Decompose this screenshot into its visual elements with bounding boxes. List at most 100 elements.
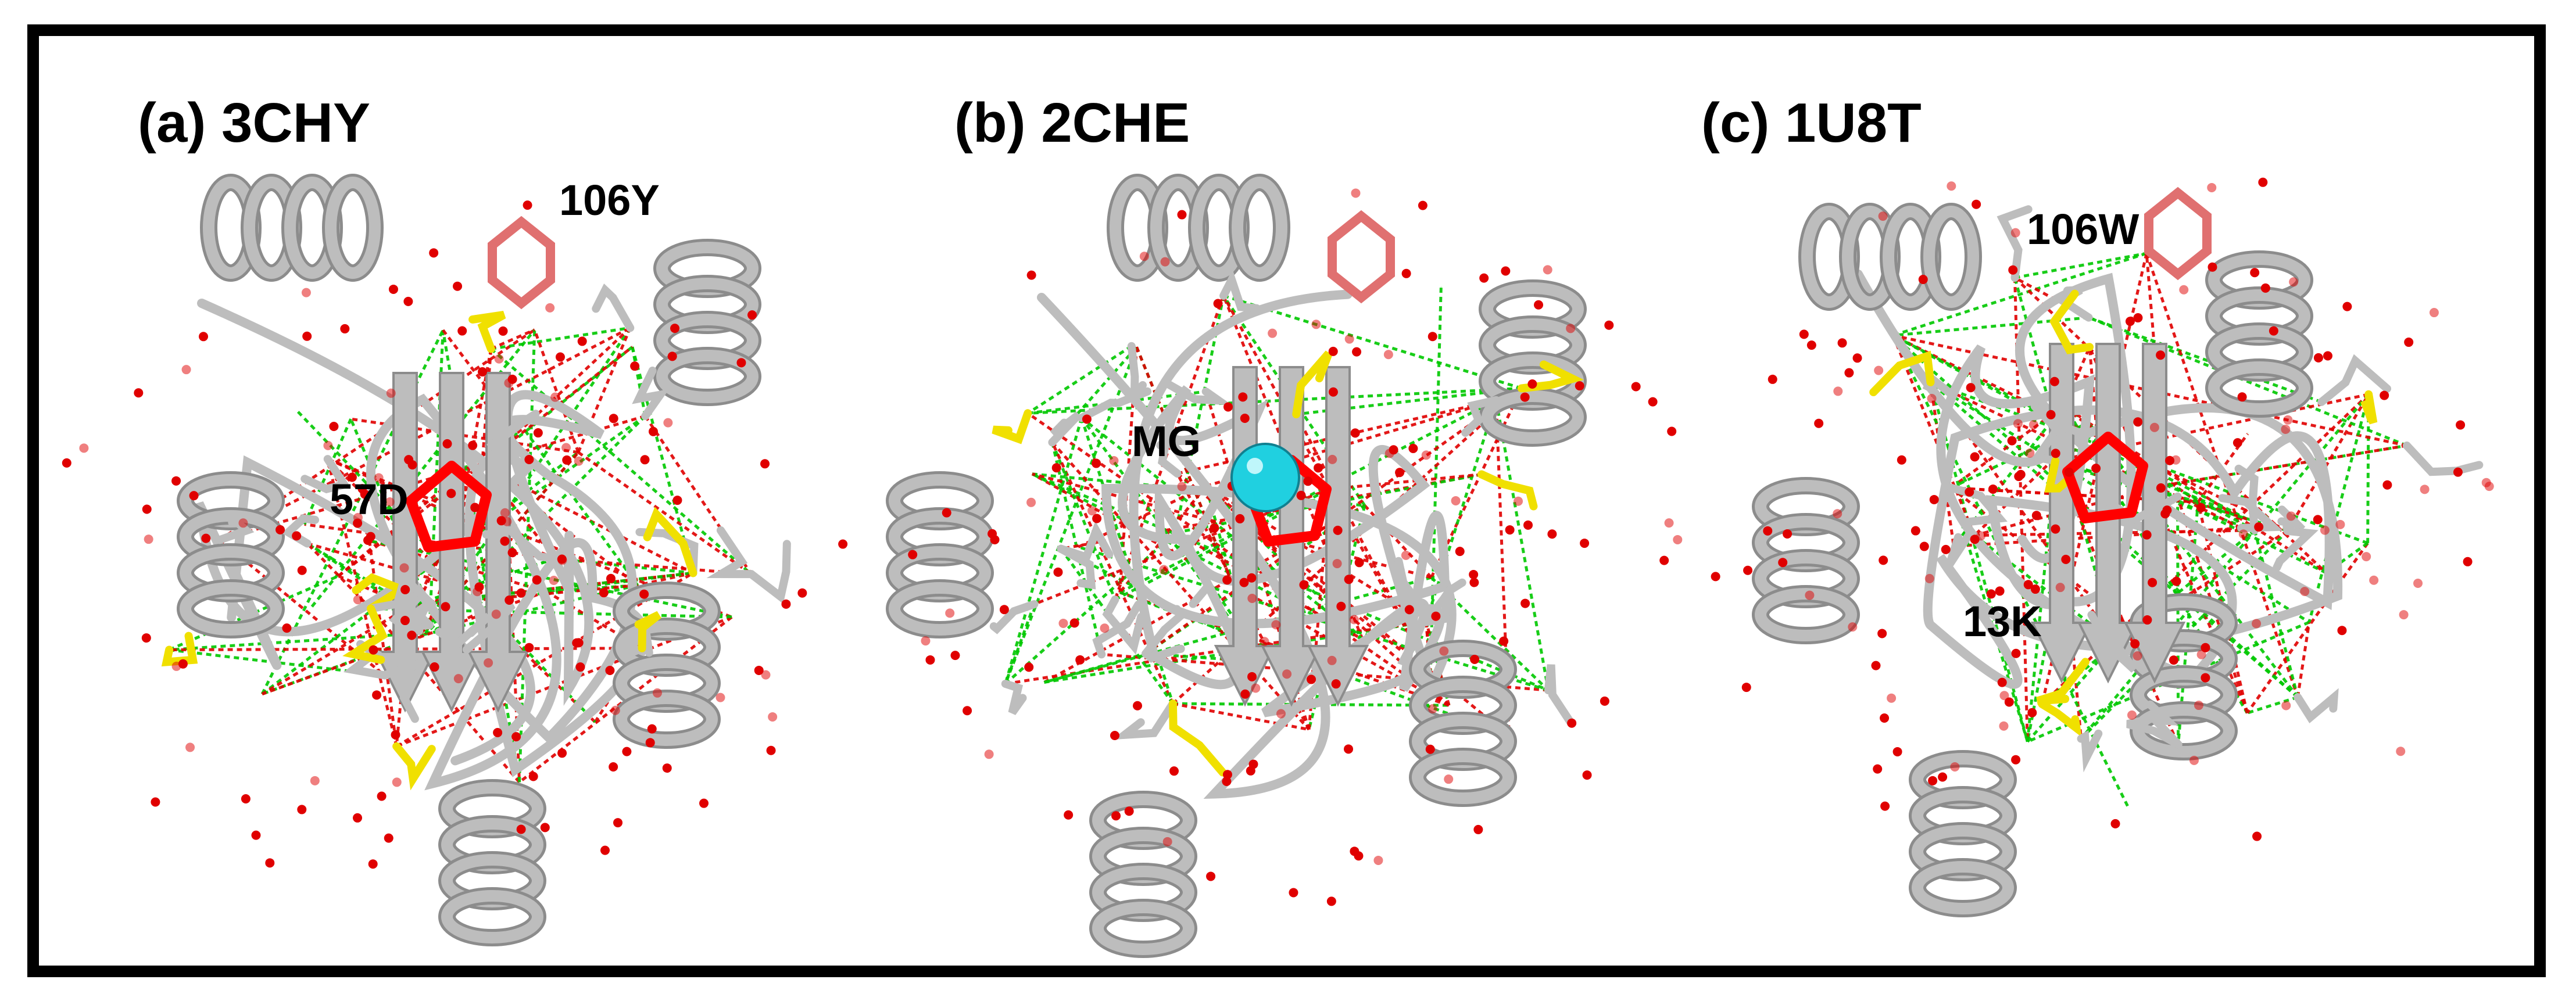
contact-line bbox=[2087, 422, 2299, 698]
side-chain-stick bbox=[706, 526, 756, 579]
side-chain-stick bbox=[1168, 699, 1227, 777]
water-atom bbox=[1251, 683, 1261, 693]
alpha-helix bbox=[1909, 750, 2017, 917]
water-atom bbox=[1064, 810, 1074, 820]
coil-strand bbox=[194, 299, 649, 791]
water-atom bbox=[2125, 317, 2135, 327]
water-atom bbox=[1425, 744, 1435, 754]
side-chain-stick bbox=[992, 409, 1032, 444]
water-atom bbox=[532, 575, 542, 585]
water-atom bbox=[524, 643, 534, 652]
water-atom bbox=[2463, 557, 2473, 566]
alpha-helix bbox=[177, 471, 285, 638]
contact-line bbox=[261, 605, 411, 695]
water-atom bbox=[1222, 777, 1232, 787]
side-chain-stick bbox=[2234, 464, 2259, 534]
side-chain-stick bbox=[1219, 269, 1261, 313]
water-atom bbox=[2320, 525, 2330, 535]
helix-turn bbox=[1912, 861, 2014, 914]
water-atom bbox=[1566, 324, 1576, 333]
water-atom bbox=[1874, 365, 1884, 375]
contact-line bbox=[1430, 388, 1523, 579]
water-atom bbox=[754, 665, 764, 675]
water-atom bbox=[2232, 438, 2242, 448]
water-atom bbox=[62, 458, 71, 468]
water-atom bbox=[470, 503, 480, 512]
water-atom bbox=[1947, 181, 1956, 191]
water-atom bbox=[1966, 383, 1976, 393]
water-atom bbox=[609, 762, 618, 772]
water-atom bbox=[2014, 472, 2024, 482]
water-atom bbox=[1260, 637, 1269, 647]
water-atom bbox=[1024, 662, 1034, 672]
water-atom bbox=[1246, 766, 1255, 776]
water-atom bbox=[498, 326, 508, 336]
water-atom bbox=[540, 823, 550, 833]
contact-line bbox=[2166, 444, 2407, 487]
aromatic-residue bbox=[488, 216, 555, 310]
side-chains bbox=[1869, 186, 2484, 773]
side-chain-stick bbox=[482, 526, 559, 563]
side-chain-stick bbox=[1997, 205, 2033, 282]
water-atom bbox=[652, 688, 662, 698]
side-chain-stick bbox=[486, 410, 540, 451]
water-atom bbox=[484, 658, 493, 668]
water-atom bbox=[1159, 565, 1169, 575]
water-atom bbox=[241, 794, 251, 803]
water-atom bbox=[766, 745, 776, 755]
side-chain-stick bbox=[2277, 517, 2295, 535]
water-atom bbox=[1328, 346, 1338, 356]
alpha-helix bbox=[1409, 640, 1517, 807]
water-atom bbox=[1997, 677, 2007, 687]
water-atom bbox=[2049, 376, 2059, 386]
water-atom bbox=[347, 472, 357, 482]
side-chain-stick bbox=[747, 540, 791, 604]
water-atom bbox=[301, 288, 311, 297]
water-atom bbox=[399, 563, 409, 573]
side-chain-stick bbox=[2030, 421, 2090, 465]
magnesium-highlight bbox=[1247, 458, 1263, 474]
beta-strand bbox=[374, 372, 437, 713]
side-chain-stick bbox=[1092, 600, 1143, 659]
side-chain-stick bbox=[2038, 699, 2082, 738]
contact-line bbox=[219, 327, 631, 541]
alpha-helix bbox=[2205, 250, 2313, 418]
contact-line bbox=[1004, 604, 1036, 684]
water-atom bbox=[1026, 497, 1036, 507]
water-atom bbox=[500, 508, 510, 518]
water-atom bbox=[2201, 643, 2210, 652]
water-atom bbox=[2028, 420, 2038, 430]
water-atom bbox=[1852, 353, 1862, 363]
water-atom bbox=[572, 638, 582, 648]
water-atom bbox=[391, 730, 400, 740]
water-atom bbox=[185, 742, 195, 752]
water-atom bbox=[1567, 718, 1577, 728]
contact-line bbox=[368, 540, 398, 747]
water-atom bbox=[942, 508, 951, 518]
side-chain-stick bbox=[2360, 390, 2378, 425]
water-atom bbox=[1053, 567, 1063, 577]
water-atom bbox=[672, 496, 682, 505]
water-atom bbox=[2283, 415, 2293, 425]
helix-turn bbox=[2208, 361, 2310, 415]
water-atom bbox=[699, 798, 709, 808]
side-chains bbox=[161, 216, 791, 791]
side-chain-stick bbox=[1945, 531, 1979, 567]
water-atom bbox=[297, 805, 307, 815]
water-atom bbox=[2337, 626, 2347, 636]
water-atom bbox=[384, 833, 393, 843]
water-atom bbox=[2300, 587, 2310, 597]
contact-line bbox=[2026, 641, 2116, 743]
water-atom bbox=[392, 777, 402, 787]
side-chain-stick bbox=[281, 514, 320, 548]
water-atom bbox=[1344, 575, 1354, 584]
water-atom bbox=[2258, 177, 2268, 187]
water-atom bbox=[1520, 598, 1530, 608]
water-atom bbox=[2004, 697, 2014, 707]
water-atom bbox=[178, 659, 188, 669]
water-atom bbox=[1470, 655, 1480, 665]
water-atom bbox=[2252, 619, 2262, 629]
water-atom bbox=[1995, 586, 2005, 596]
water-atom bbox=[2404, 338, 2414, 347]
water-atom bbox=[760, 459, 770, 469]
